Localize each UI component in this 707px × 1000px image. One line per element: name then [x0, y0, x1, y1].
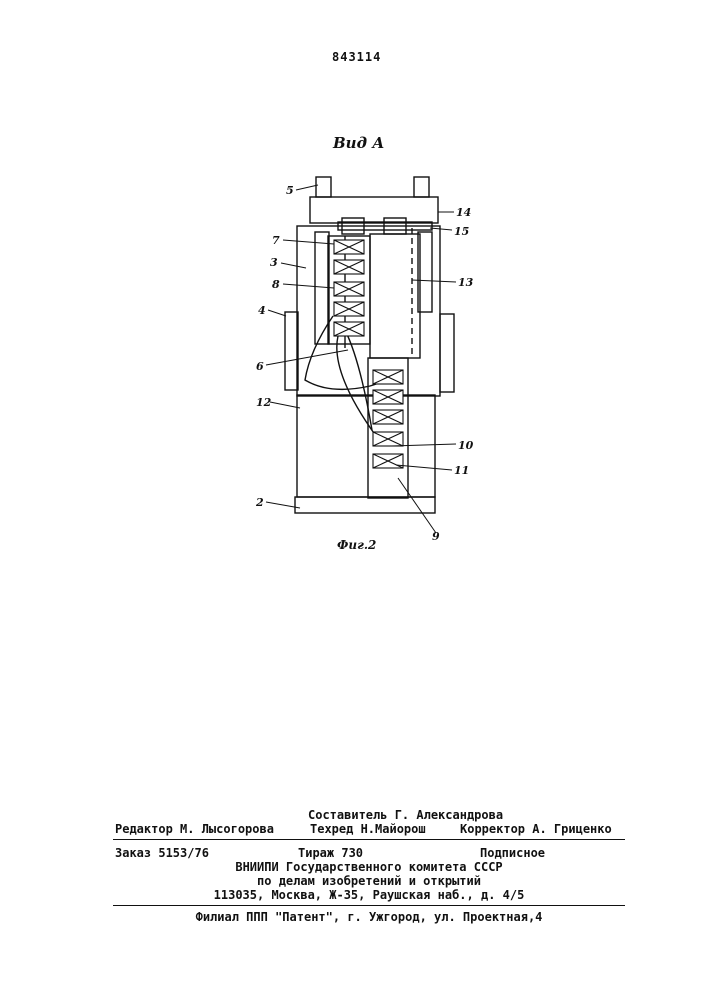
- callout-5: 5: [286, 184, 294, 197]
- divider-bottom: [113, 905, 625, 906]
- order-number: Заказ 5153/76: [115, 846, 209, 860]
- callout-3: 3: [270, 256, 278, 269]
- right-lug: [440, 314, 454, 392]
- callout-12: 12: [256, 396, 272, 409]
- left-post: [316, 177, 331, 197]
- corrector-line: Корректор А. Гриценко: [460, 822, 612, 836]
- compiler-line: Составитель Г. Александрова: [308, 808, 503, 822]
- org-line-1: ВНИИПИ Государственного комитета СССР: [113, 860, 625, 874]
- callout-8: 8: [272, 278, 280, 291]
- bearings-upper: [334, 240, 364, 336]
- top-bar: [310, 197, 438, 223]
- callout-11: 11: [454, 464, 469, 477]
- right-post: [414, 177, 429, 197]
- editor-line: Редактор М. Лысогорова: [115, 822, 274, 836]
- divider-top: [113, 839, 625, 840]
- callout-2: 2: [255, 496, 264, 509]
- subscription: Подписное: [480, 846, 545, 860]
- callout-7: 7: [272, 234, 280, 247]
- callout-4: 4: [258, 304, 266, 317]
- circulation: Тираж 730: [298, 846, 363, 860]
- branch-line: Филиал ППП "Патент", г. Ужгород, ул. Про…: [113, 910, 625, 924]
- inner-left-rail: [315, 232, 329, 344]
- lower-body: [297, 395, 435, 497]
- callout-9: 9: [432, 530, 440, 543]
- org-address: 113035, Москва, Ж-35, Раушская наб., д. …: [113, 888, 625, 902]
- org-line-2: по делам изобретений и открытий: [113, 874, 625, 888]
- callout-15: 15: [454, 225, 469, 238]
- callout-13: 13: [458, 276, 474, 289]
- bearings-lower: [373, 370, 403, 468]
- left-lug: [285, 312, 298, 390]
- base-plate: [295, 497, 435, 513]
- callout-10: 10: [458, 439, 474, 452]
- callout-14: 14: [456, 206, 471, 219]
- figure-caption: Фиг.2: [337, 538, 376, 552]
- techred-line: Техред Н.Майорош: [310, 822, 426, 836]
- callout-6: 6: [256, 360, 264, 373]
